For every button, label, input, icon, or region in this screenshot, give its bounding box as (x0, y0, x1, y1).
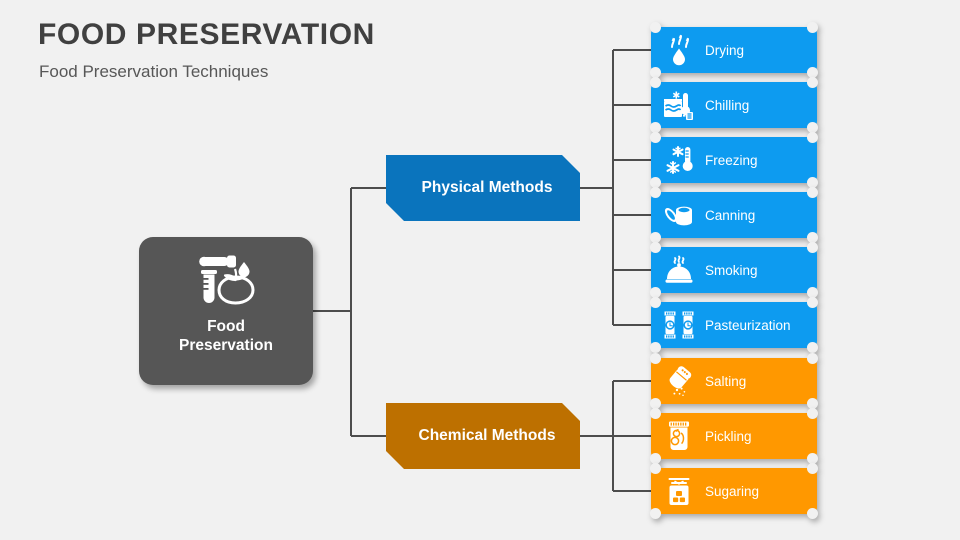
leaf-label-pickling: Pickling (705, 428, 752, 444)
center-label-line-1: Food (207, 318, 245, 335)
leaf-node-pickling[interactable]: Pickling (650, 408, 818, 464)
sugar-container-icon (668, 478, 690, 505)
leaf-label-smoking: Smoking (705, 262, 758, 278)
center-node-food-preservation[interactable]: Food Preservation (139, 237, 313, 385)
branch-label-chemical: Chemical Methods (418, 427, 556, 444)
page-title: FOOD PRESERVATION (38, 18, 375, 51)
cloche-steam-icon (665, 255, 693, 283)
leaf-label-canning: Canning (705, 207, 756, 223)
leaf-label-pasteurization: Pasteurization (705, 317, 791, 333)
center-label-line-2: Preservation (179, 337, 273, 354)
open-tin-can-icon (664, 206, 692, 226)
pickle-jar-icon (669, 421, 689, 450)
center-node-label: Food Preservation (151, 317, 301, 355)
branch-node-chemical-methods[interactable]: Chemical Methods (386, 403, 580, 469)
two-milk-cans-timer-icon (664, 311, 694, 339)
leaf-node-pasteurization[interactable]: Pasteurization (650, 297, 818, 353)
branch-node-physical-methods[interactable]: Physical Methods (386, 155, 580, 221)
leaf-node-freezing[interactable]: Freezing (650, 132, 818, 188)
snowflake-thermometer-icon (666, 146, 693, 174)
leaf-node-smoking[interactable]: Smoking (650, 242, 818, 298)
leaf-node-chilling[interactable]: Chilling (650, 77, 818, 133)
leaf-label-drying: Drying (705, 42, 745, 58)
leaf-label-chilling: Chilling (705, 97, 750, 113)
leaf-node-sugaring[interactable]: Sugaring (650, 463, 818, 519)
leaf-label-freezing: Freezing (705, 152, 758, 168)
leaf-node-salting[interactable]: Salting (650, 353, 818, 409)
branch-label-physical: Physical Methods (421, 179, 553, 196)
water-drop-evaporation-icon (671, 34, 689, 66)
leaf-label-salting: Salting (705, 373, 747, 389)
leaf-label-sugaring: Sugaring (705, 483, 760, 499)
leaf-node-drying[interactable]: Drying (650, 22, 818, 78)
leaf-node-canning[interactable]: Canning (650, 187, 818, 243)
salt-shaker-icon (669, 366, 692, 396)
cold-water-thermometer-icon (664, 91, 693, 120)
dropper-testtube-tomato-icon (199, 255, 255, 305)
page-subtitle: Food Preservation Techniques (39, 62, 269, 81)
